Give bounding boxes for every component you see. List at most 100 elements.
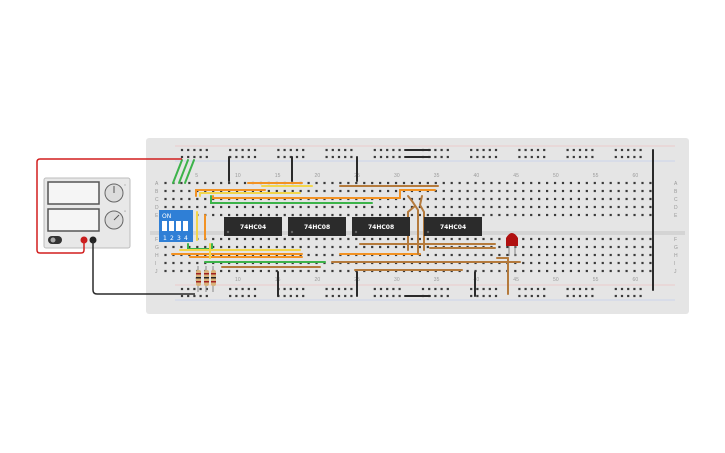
breadboard-hole[interactable] [585, 213, 588, 217]
breadboard-hole[interactable] [196, 261, 199, 265]
breadboard-hole[interactable] [355, 213, 358, 217]
breadboard-hole[interactable] [617, 213, 620, 217]
breadboard-hole[interactable] [617, 205, 620, 209]
breadboard-hole[interactable] [482, 294, 485, 298]
breadboard-hole[interactable] [470, 148, 473, 152]
breadboard-hole[interactable] [205, 148, 208, 152]
breadboard-hole[interactable] [199, 148, 202, 152]
breadboard-hole[interactable] [450, 205, 453, 209]
breadboard-hole[interactable] [617, 189, 620, 193]
breadboard-hole[interactable] [522, 245, 525, 249]
breadboard-hole[interactable] [172, 189, 175, 193]
breadboard-hole[interactable] [291, 213, 294, 217]
breadboard-hole[interactable] [514, 213, 517, 217]
breadboard-hole[interactable] [546, 269, 549, 273]
breadboard-hole[interactable] [577, 205, 580, 209]
breadboard-hole[interactable] [546, 197, 549, 201]
breadboard-hole[interactable] [283, 294, 286, 298]
breadboard-hole[interactable] [164, 205, 167, 209]
breadboard-hole[interactable] [315, 253, 318, 257]
breadboard-hole[interactable] [373, 155, 376, 159]
breadboard-hole[interactable] [402, 245, 406, 249]
breadboard-hole[interactable] [289, 155, 292, 159]
breadboard-hole[interactable] [538, 213, 541, 217]
breadboard-hole[interactable] [428, 287, 431, 291]
breadboard-hole[interactable] [434, 197, 437, 201]
breadboard-hole[interactable] [538, 205, 541, 209]
ic-chip-3[interactable]: 74HC08 [352, 217, 410, 236]
breadboard-hole[interactable] [243, 205, 247, 209]
breadboard-hole[interactable] [518, 294, 521, 298]
breadboard-hole[interactable] [553, 253, 557, 257]
breadboard-hole[interactable] [633, 269, 636, 273]
breadboard-hole[interactable] [625, 205, 628, 209]
breadboard-hole[interactable] [434, 189, 437, 193]
breadboard-hole[interactable] [482, 213, 485, 217]
breadboard-hole[interactable] [506, 253, 509, 257]
breadboard-hole[interactable] [187, 155, 190, 159]
breadboard-hole[interactable] [204, 197, 207, 201]
breadboard-hole[interactable] [283, 213, 286, 217]
breadboard-hole[interactable] [440, 148, 443, 152]
breadboard-hole[interactable] [344, 155, 347, 159]
breadboard-hole[interactable] [490, 253, 493, 257]
breadboard-hole[interactable] [620, 294, 624, 298]
resistors[interactable] [196, 266, 216, 292]
breadboard-hole[interactable] [386, 148, 389, 152]
breadboard-hole[interactable] [553, 245, 557, 249]
breadboard-hole[interactable] [546, 237, 549, 241]
breadboard-hole[interactable] [253, 155, 257, 159]
breadboard-hole[interactable] [524, 287, 527, 291]
breadboard-hole[interactable] [275, 245, 278, 249]
breadboard-hole[interactable] [601, 197, 604, 201]
breadboard-hole[interactable] [458, 197, 461, 201]
breadboard-hole[interactable] [530, 205, 533, 209]
breadboard-hole[interactable] [291, 237, 294, 241]
breadboard-hole[interactable] [289, 287, 292, 291]
breadboard-hole[interactable] [593, 189, 596, 193]
breadboard-hole[interactable] [315, 181, 318, 185]
breadboard-hole[interactable] [601, 237, 604, 241]
breadboard-hole[interactable] [530, 269, 533, 273]
breadboard-hole[interactable] [649, 197, 652, 201]
breadboard-hole[interactable] [617, 261, 620, 265]
breadboard-hole[interactable] [235, 287, 238, 291]
breadboard-hole[interactable] [434, 205, 437, 209]
breadboard-hole[interactable] [466, 253, 469, 257]
breadboard-hole[interactable] [498, 197, 501, 201]
breadboard-hole[interactable] [299, 205, 302, 209]
breadboard-hole[interactable] [538, 245, 541, 249]
breadboard-hole[interactable] [466, 181, 469, 185]
breadboard-hole[interactable] [325, 148, 328, 152]
breadboard-hole[interactable] [426, 245, 429, 249]
breadboard-hole[interactable] [187, 287, 190, 291]
breadboard-hole[interactable] [561, 253, 565, 257]
breadboard-hole[interactable] [553, 237, 557, 241]
breadboard-hole[interactable] [625, 189, 628, 193]
breadboard-hole[interactable] [518, 155, 521, 159]
breadboard-hole[interactable] [474, 189, 477, 193]
breadboard-hole[interactable] [614, 155, 617, 159]
breadboard-hole[interactable] [387, 213, 390, 217]
breadboard-hole[interactable] [228, 237, 231, 241]
breadboard-hole[interactable] [172, 245, 175, 249]
breadboard-hole[interactable] [259, 213, 262, 217]
breadboard-hole[interactable] [633, 205, 636, 209]
breadboard-hole[interactable] [530, 148, 533, 152]
breadboard-hole[interactable] [259, 205, 262, 209]
breadboard-hole[interactable] [639, 148, 642, 152]
breadboard-hole[interactable] [609, 197, 612, 201]
breadboard-hole[interactable] [546, 213, 549, 217]
breadboard-hole[interactable] [196, 197, 199, 201]
breadboard-hole[interactable] [553, 197, 557, 201]
breadboard-hole[interactable] [229, 155, 232, 159]
breadboard-hole[interactable] [633, 181, 636, 185]
breadboard-hole[interactable] [617, 253, 620, 257]
breadboard-hole[interactable] [315, 237, 318, 241]
breadboard-hole[interactable] [530, 245, 533, 249]
breadboard-hole[interactable] [506, 189, 509, 193]
breadboard-hole[interactable] [323, 237, 326, 241]
breadboard-hole[interactable] [228, 213, 231, 217]
breadboard-hole[interactable] [566, 148, 569, 152]
breadboard-hole[interactable] [466, 237, 469, 241]
